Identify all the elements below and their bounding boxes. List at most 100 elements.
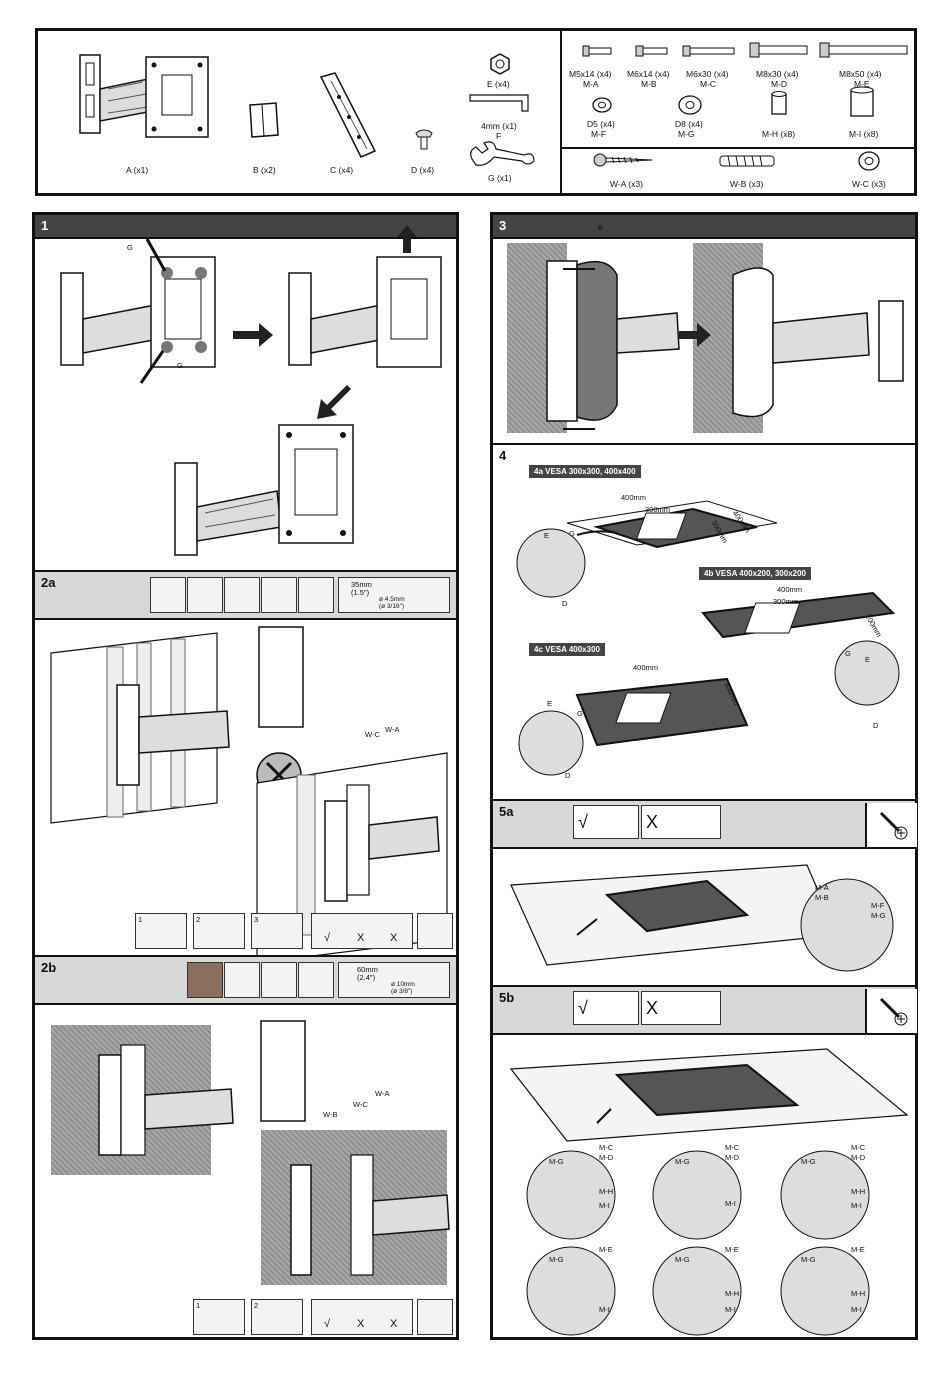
parts-list: A (x1) B (x2) C (x4) D (x4) E (x4) 4mm (… bbox=[35, 28, 917, 196]
spacer-m-h-code: M-H (x8) bbox=[762, 129, 796, 139]
part-g-label: G (x1) bbox=[488, 173, 512, 183]
s2b-step2: 2 bbox=[251, 1299, 303, 1335]
drill-bit-spec-2: 60mm (2.4") ø 10mm (ø 3/8") bbox=[338, 962, 450, 998]
screw-m-a-icon bbox=[582, 45, 612, 57]
s2b-depth-in: (2.4") bbox=[357, 973, 376, 982]
part-f-size: 4mm (x1) bbox=[481, 121, 517, 131]
c2-mi: M-I bbox=[725, 1199, 736, 1208]
c2-md: M-D bbox=[725, 1153, 740, 1162]
c6-mg: M-G bbox=[801, 1255, 816, 1264]
left-column: 1 G G 2a 35mm bbox=[32, 212, 459, 1340]
c1-mc: M-C bbox=[599, 1143, 614, 1152]
step-5b-number: 5b bbox=[499, 990, 515, 1005]
drill-icon-2 bbox=[298, 962, 334, 998]
step-1-number: 1 bbox=[41, 218, 49, 233]
c2-mc: M-C bbox=[725, 1143, 740, 1152]
step-2b-header: 2b 60mm (2.4") ø 10mm (ø 3/8") bbox=[35, 955, 456, 1005]
c4-me: M-E bbox=[599, 1245, 613, 1254]
s4c-400: 400mm bbox=[633, 663, 659, 672]
wall-w-b-label: W-B (x3) bbox=[730, 179, 764, 189]
step-4b-illustration bbox=[701, 591, 900, 706]
s5a-correct: √ bbox=[573, 805, 639, 839]
s4a-e: E bbox=[544, 531, 550, 540]
s4b-400: 400mm bbox=[777, 585, 803, 594]
step-5b-illustration bbox=[509, 1048, 909, 1336]
washer-m-g-size: D8 (x4) bbox=[675, 119, 703, 129]
s4c-d: D bbox=[565, 771, 571, 780]
s4b-300: 300mm bbox=[773, 597, 799, 606]
c3-mc: M-C bbox=[851, 1143, 866, 1152]
nut-e-icon bbox=[490, 53, 510, 75]
screw-m-a-code: M-A bbox=[583, 79, 599, 89]
step-4-number: 4 bbox=[499, 448, 507, 463]
s4b-d: D bbox=[873, 721, 879, 730]
s2a-wc: W-C bbox=[365, 730, 380, 739]
c4-mi: M-I bbox=[599, 1305, 610, 1314]
c3-mi: M-I bbox=[851, 1201, 862, 1210]
s2b-wc: W-C bbox=[353, 1100, 368, 1109]
c4-mg: M-G bbox=[549, 1255, 564, 1264]
wall-w-c-label: W-C (x3) bbox=[852, 179, 886, 189]
cover-b-icon bbox=[249, 102, 279, 138]
s3-b: B bbox=[598, 223, 604, 232]
c1-mi: M-I bbox=[599, 1201, 610, 1210]
c6-mh: M-H bbox=[851, 1289, 866, 1298]
s4a-400: 400mm bbox=[621, 493, 647, 502]
washer-m-f-icon bbox=[592, 97, 612, 113]
right-column: 3 B 4 4a VESA 300x300, 400x400 400mm 300… bbox=[490, 212, 918, 1340]
s2a-check-no2: X bbox=[390, 932, 398, 944]
step-5a-header: 5a √ X bbox=[493, 799, 917, 849]
s5a-no: X bbox=[646, 812, 659, 832]
c1-mh: M-H bbox=[599, 1187, 614, 1196]
s5a-mg: M-G bbox=[871, 911, 886, 920]
part-c-label: C (x4) bbox=[330, 165, 354, 175]
s2a-step2-num: 2 bbox=[196, 915, 201, 924]
parts-divider-h bbox=[562, 147, 914, 149]
screw-m-b-code: M-B bbox=[641, 79, 657, 89]
s2b-step2-num: 2 bbox=[254, 1301, 259, 1310]
s2b-dia-in: (ø 3/8") bbox=[391, 988, 413, 995]
screw-m-d-size: M8x30 (x4) bbox=[756, 69, 799, 79]
screw-m-b-size: M6x14 (x4) bbox=[627, 69, 670, 79]
screw-m-c-code: M-C bbox=[700, 79, 717, 89]
screw-m-c-size: M6x30 (x4) bbox=[686, 69, 729, 79]
step-3-illustration bbox=[546, 260, 904, 430]
spacer-m-i-code: M-I (x8) bbox=[849, 129, 879, 139]
part-b-label: B (x2) bbox=[253, 165, 276, 175]
s2b-dia: ø 10mm bbox=[391, 981, 415, 988]
c3-mg: M-G bbox=[801, 1157, 816, 1166]
s2a-wa: W-A bbox=[385, 725, 400, 734]
tag-4b: 4b VESA 400x200, 300x200 bbox=[699, 567, 812, 580]
pencil-icon bbox=[261, 577, 297, 613]
s4c-g: G bbox=[577, 709, 583, 718]
s2a-step2: 2 bbox=[193, 913, 245, 949]
s2b-step1-num: 1 bbox=[196, 1301, 201, 1310]
hex-key-f-icon bbox=[469, 94, 529, 112]
screw-m-c-icon bbox=[682, 45, 735, 57]
level-icon bbox=[224, 577, 260, 613]
s4b-g: G bbox=[845, 649, 851, 658]
s2a-dia: ø 4.5mm bbox=[379, 596, 405, 603]
s2a-step3-num: 3 bbox=[254, 915, 259, 924]
s2b-wa: W-A bbox=[375, 1089, 390, 1098]
step-2a-illustration bbox=[50, 626, 448, 964]
s2a-dia-in: (ø 3/16") bbox=[379, 603, 405, 610]
s2b-level-check: √ X X bbox=[311, 1299, 413, 1335]
spacer-m-i-icon bbox=[850, 86, 874, 117]
tag-4c: 4c VESA 400x300 bbox=[529, 643, 605, 656]
drill-icon bbox=[298, 577, 334, 613]
wood-studs-icon bbox=[150, 577, 186, 613]
c3-mh: M-H bbox=[851, 1187, 866, 1196]
wrench-g-icon bbox=[470, 141, 535, 166]
level-icon-2 bbox=[224, 962, 260, 998]
drill-bit-spec: 35mm (1.5") ø 4.5mm (ø 3/16") bbox=[338, 577, 450, 613]
step-1-g-bottom: G bbox=[177, 361, 183, 370]
step-4-header: 4 bbox=[493, 443, 915, 467]
washer-m-f-size: D5 (x4) bbox=[587, 119, 615, 129]
s2b-check-no1: X bbox=[357, 1318, 365, 1330]
step-2b-number: 2b bbox=[41, 960, 57, 975]
washer-w-c-icon bbox=[858, 151, 880, 171]
c3-md: M-D bbox=[851, 1153, 866, 1162]
bracket-a-icon bbox=[79, 54, 209, 138]
s5b-ok: √ bbox=[578, 998, 588, 1018]
